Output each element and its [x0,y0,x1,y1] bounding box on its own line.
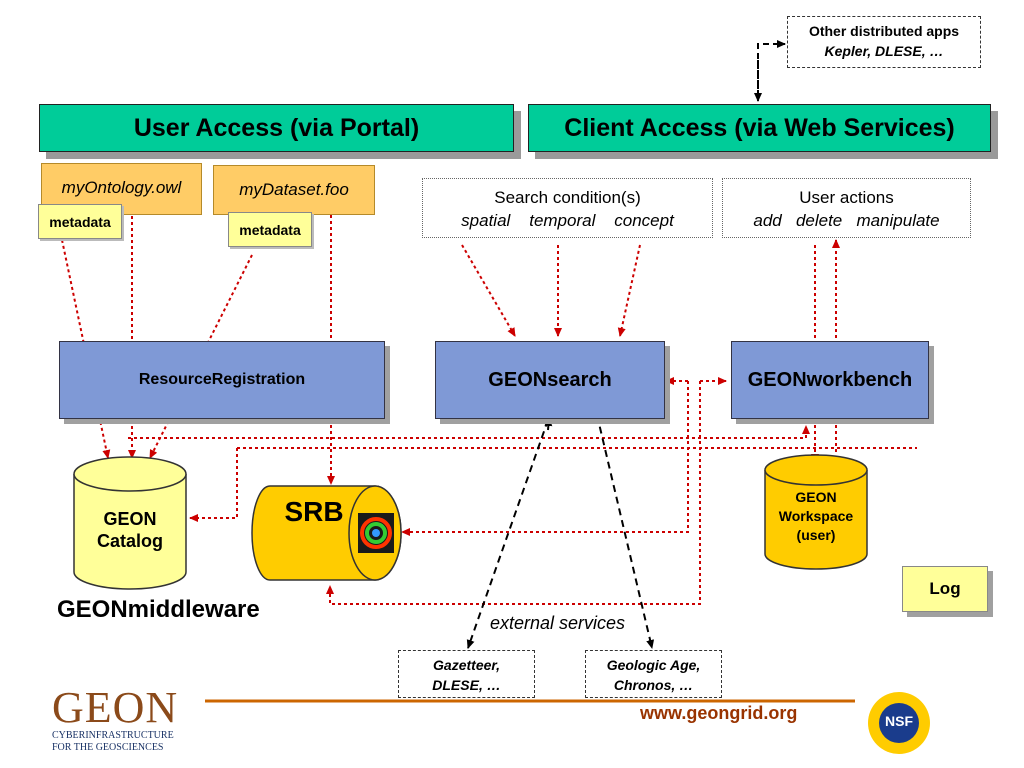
geologic-age-line1: Geologic Age, [606,657,701,673]
other-apps-box: Other distributed apps Kepler, DLESE, … [787,16,981,68]
search-condition-temporal: temporal [529,211,596,230]
external-service-arrows [466,414,655,649]
geonworkbench-label: GEONworkbench [747,368,913,391]
nsf-seal-icon [868,692,930,754]
site-url-link[interactable]: www.geongrid.org [640,703,798,723]
srb-swirl-icon [360,517,392,549]
other-apps-title: Other distributed apps [808,23,960,39]
other-apps-connector [754,40,786,102]
client-access-label: Client Access (via Web Services) [564,113,955,142]
geonsearch-box[interactable]: GEONsearch [435,341,665,419]
ontology-metadata-label: metadata [49,213,111,230]
geonsearch-label: GEONsearch [488,368,612,391]
workspace-label-line3: (user) [796,527,836,543]
catalog-label-line1: GEON [103,509,157,529]
dataset-metadata-label: metadata [239,221,301,238]
search-conditions-title: Search condition(s) [494,188,641,207]
geon-catalog-cylinder [73,456,187,590]
client-access-banner[interactable]: Client Access (via Web Services) [528,104,991,152]
geon-logo-sub2: FOR THE GEOSCIENCES [52,742,164,753]
external-services-label: external services [487,613,629,634]
user-actions-box: User actions add delete manipulate [722,178,971,238]
user-access-label: User Access (via Portal) [133,113,420,142]
log-label: Log [929,579,961,598]
gazetteer-line2: DLESE, … [432,677,501,693]
catalog-label-line2: Catalog [96,531,163,551]
geon-logo[interactable]: GEON CYBERINFRASTRUCTURE FOR THE GEOSCIE… [52,686,202,756]
resource-registration-label: ResourceRegistration [138,371,306,388]
search-conditions-box: Search condition(s) spatial temporal con… [422,178,713,238]
user-actions-title: User actions [799,188,894,207]
geologic-age-line2: Chronos, … [613,677,694,693]
workspace-label-line1: GEON [795,489,837,505]
dataset-metadata: metadata [228,212,312,247]
catalog-label: GEON Catalog [74,508,186,552]
workspace-label-line2: Workspace [778,508,854,524]
middleware-label: GEONmiddleware [57,596,260,623]
geologic-age-box: Geologic Age, Chronos, … [585,650,722,698]
srb-label: SRB [284,496,344,527]
workspace-label: GEON Workspace (user) [765,488,867,545]
dataset-file-name: myDataset.foo [239,180,349,199]
user-action-delete: delete [795,211,843,230]
other-apps-examples: Kepler, DLESE, … [824,43,944,59]
gazetteer-box: Gazetteer, DLESE, … [398,650,535,698]
search-condition-spatial: spatial [461,211,511,230]
geonworkbench-box[interactable]: GEONworkbench [731,341,929,419]
geon-workspace-cylinder [764,454,868,570]
user-action-manipulate: manipulate [856,211,940,230]
resource-registration-box[interactable]: ResourceRegistration [59,341,385,419]
geon-logo-text: GEON [52,683,179,732]
nsf-logo[interactable]: NSF [866,690,932,756]
search-condition-concept: concept [614,211,674,230]
ontology-metadata: metadata [38,204,122,239]
ontology-file-name: myOntology.owl [61,178,182,197]
user-action-add: add [753,211,782,230]
log-box[interactable]: Log [902,566,988,612]
gazetteer-line1: Gazetteer, [433,657,500,673]
user-access-banner[interactable]: User Access (via Portal) [39,104,514,152]
dataset-file: myDataset.foo [213,165,375,215]
nsf-logo-text: NSF [885,713,913,729]
geon-logo-sub1: CYBERINFRASTRUCTURE [52,730,174,741]
